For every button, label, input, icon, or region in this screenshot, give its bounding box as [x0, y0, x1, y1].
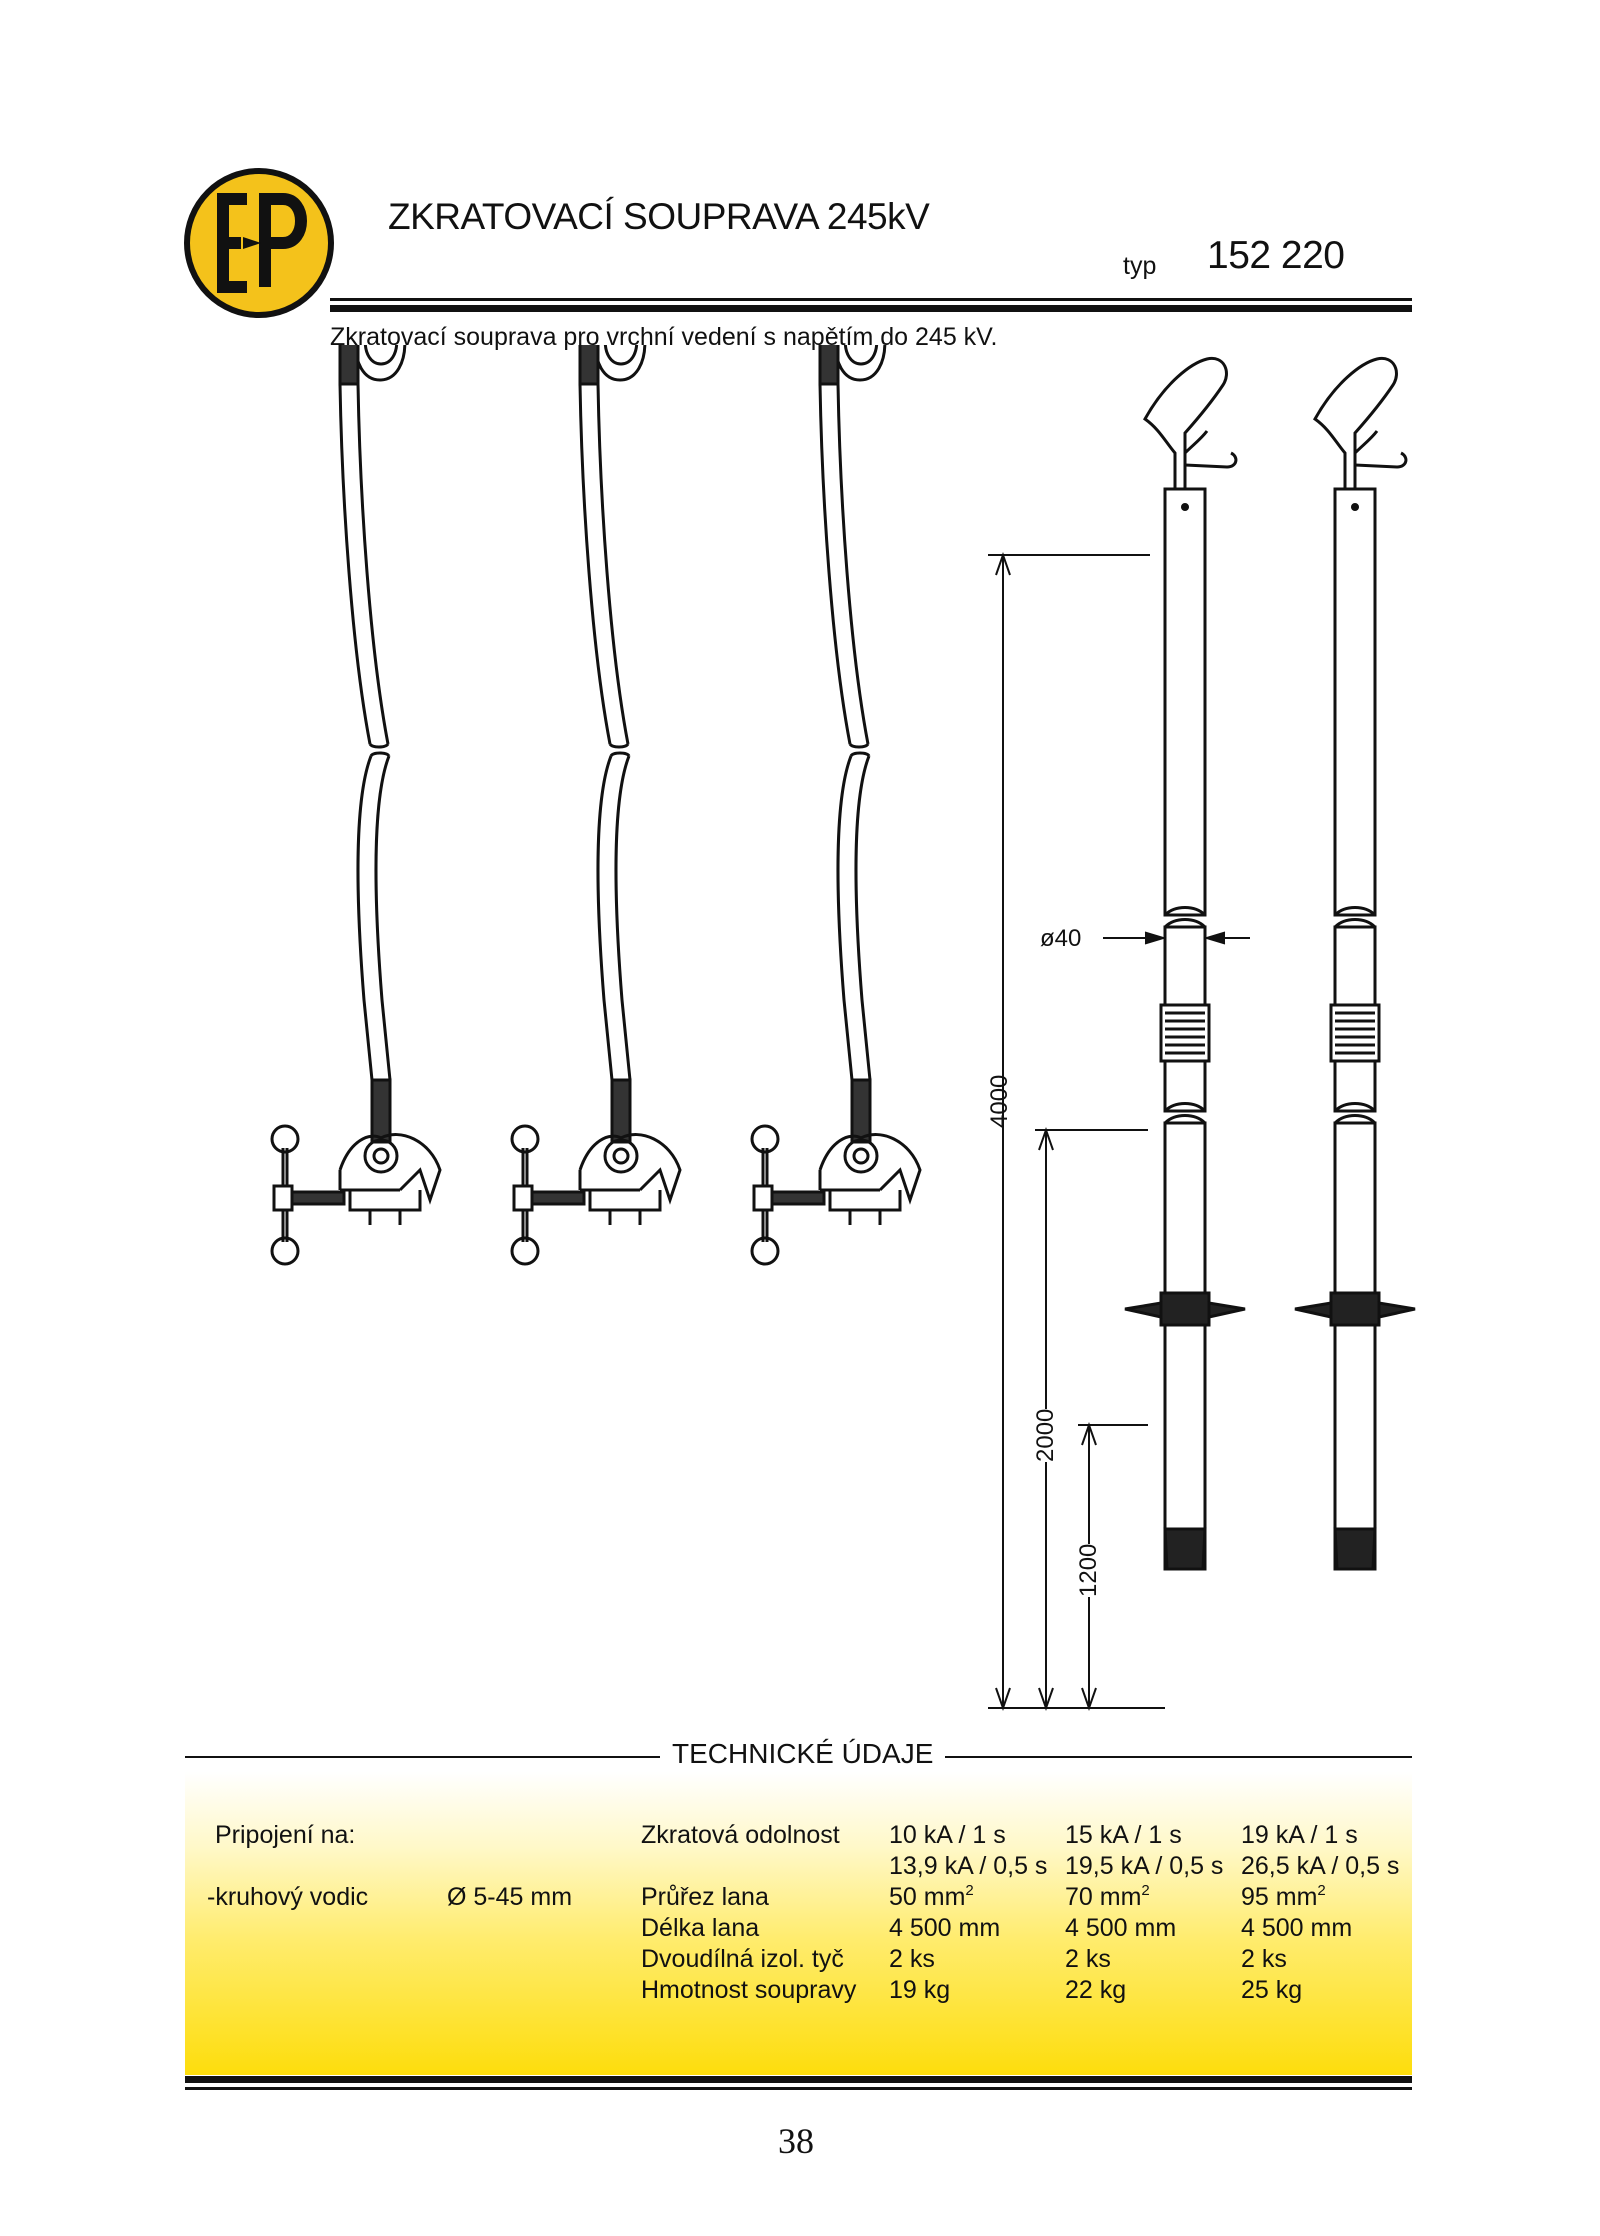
footer-rule-thick [185, 2076, 1412, 2083]
spec-value: 4 500 mm [889, 1914, 1001, 1942]
clamp-set-1 [270, 345, 464, 1266]
spec-value: 50 mm2 [889, 1882, 974, 1911]
header-rule-thin [330, 298, 1412, 301]
spec-value: 2 ks [889, 1945, 935, 1973]
spec-value: 26,5 kA / 0,5 s [1241, 1852, 1400, 1880]
dimension-2000: 2000 [1030, 1408, 1061, 1462]
conductor-value: Ø 5-45 mm [447, 1883, 573, 1911]
spec-value: 4 500 mm [1065, 1914, 1177, 1942]
technical-drawing [270, 345, 1417, 1712]
conductor-label: -kruhový vodic [207, 1883, 369, 1911]
diameter-label: ø40 [1040, 925, 1082, 952]
spec-label: Hmotnost soupravy [641, 1976, 857, 2004]
spec-value: 25 kg [1241, 1976, 1303, 2004]
insulating-pole-2 [1293, 356, 1417, 1571]
section-title: TECHNICKÉ ÚDAJE [672, 1738, 934, 1769]
spec-label: Zkratová odolnost [641, 1821, 840, 1849]
clamp-set-3 [750, 345, 944, 1266]
footer-rule-thin [185, 2087, 1412, 2090]
technical-data-box: Pripojení na: -kruhový vodic Ø 5-45 mm Z… [185, 1772, 1412, 2075]
spec-label: Délka lana [641, 1914, 760, 1942]
spec-label: Dvoudílná izol. tyč [641, 1945, 844, 1973]
spec-value: 4 500 mm [1241, 1914, 1353, 1942]
spec-value: 70 mm2 [1065, 1882, 1150, 1911]
spec-value: 2 ks [1065, 1945, 1111, 1973]
section-rule-left [185, 1756, 660, 1758]
dimension-4000: 4000 [986, 1074, 1013, 1128]
insulating-pole-1 [1123, 356, 1247, 1571]
spec-label: Průřez lana [641, 1883, 769, 1911]
spec-value: 19 kg [889, 1976, 951, 2004]
ep-logo [184, 168, 334, 318]
page-number: 38 [778, 2121, 814, 2161]
section-rule-right [945, 1756, 1412, 1758]
typ-value: 152 220 [1207, 234, 1345, 277]
spec-value: 22 kg [1065, 1976, 1127, 2004]
spec-value: 13,9 kA / 0,5 s [889, 1852, 1048, 1880]
spec-value: 95 mm2 [1241, 1882, 1326, 1911]
spec-value: 15 kA / 1 s [1065, 1821, 1182, 1849]
header-rule-thick [330, 305, 1412, 312]
page-title: ZKRATOVACÍ SOUPRAVA 245kV [388, 196, 930, 237]
spec-value: 10 kA / 1 s [889, 1821, 1006, 1849]
connection-label: Pripojení na: [215, 1821, 356, 1849]
dimension-1200: 1200 [1073, 1543, 1104, 1597]
spec-value: 19 kA / 1 s [1241, 1821, 1358, 1849]
spec-value: 2 ks [1241, 1945, 1287, 1973]
typ-label: typ [1123, 252, 1157, 280]
clamp-set-2 [510, 345, 704, 1266]
spec-value: 19,5 kA / 0,5 s [1065, 1852, 1224, 1880]
